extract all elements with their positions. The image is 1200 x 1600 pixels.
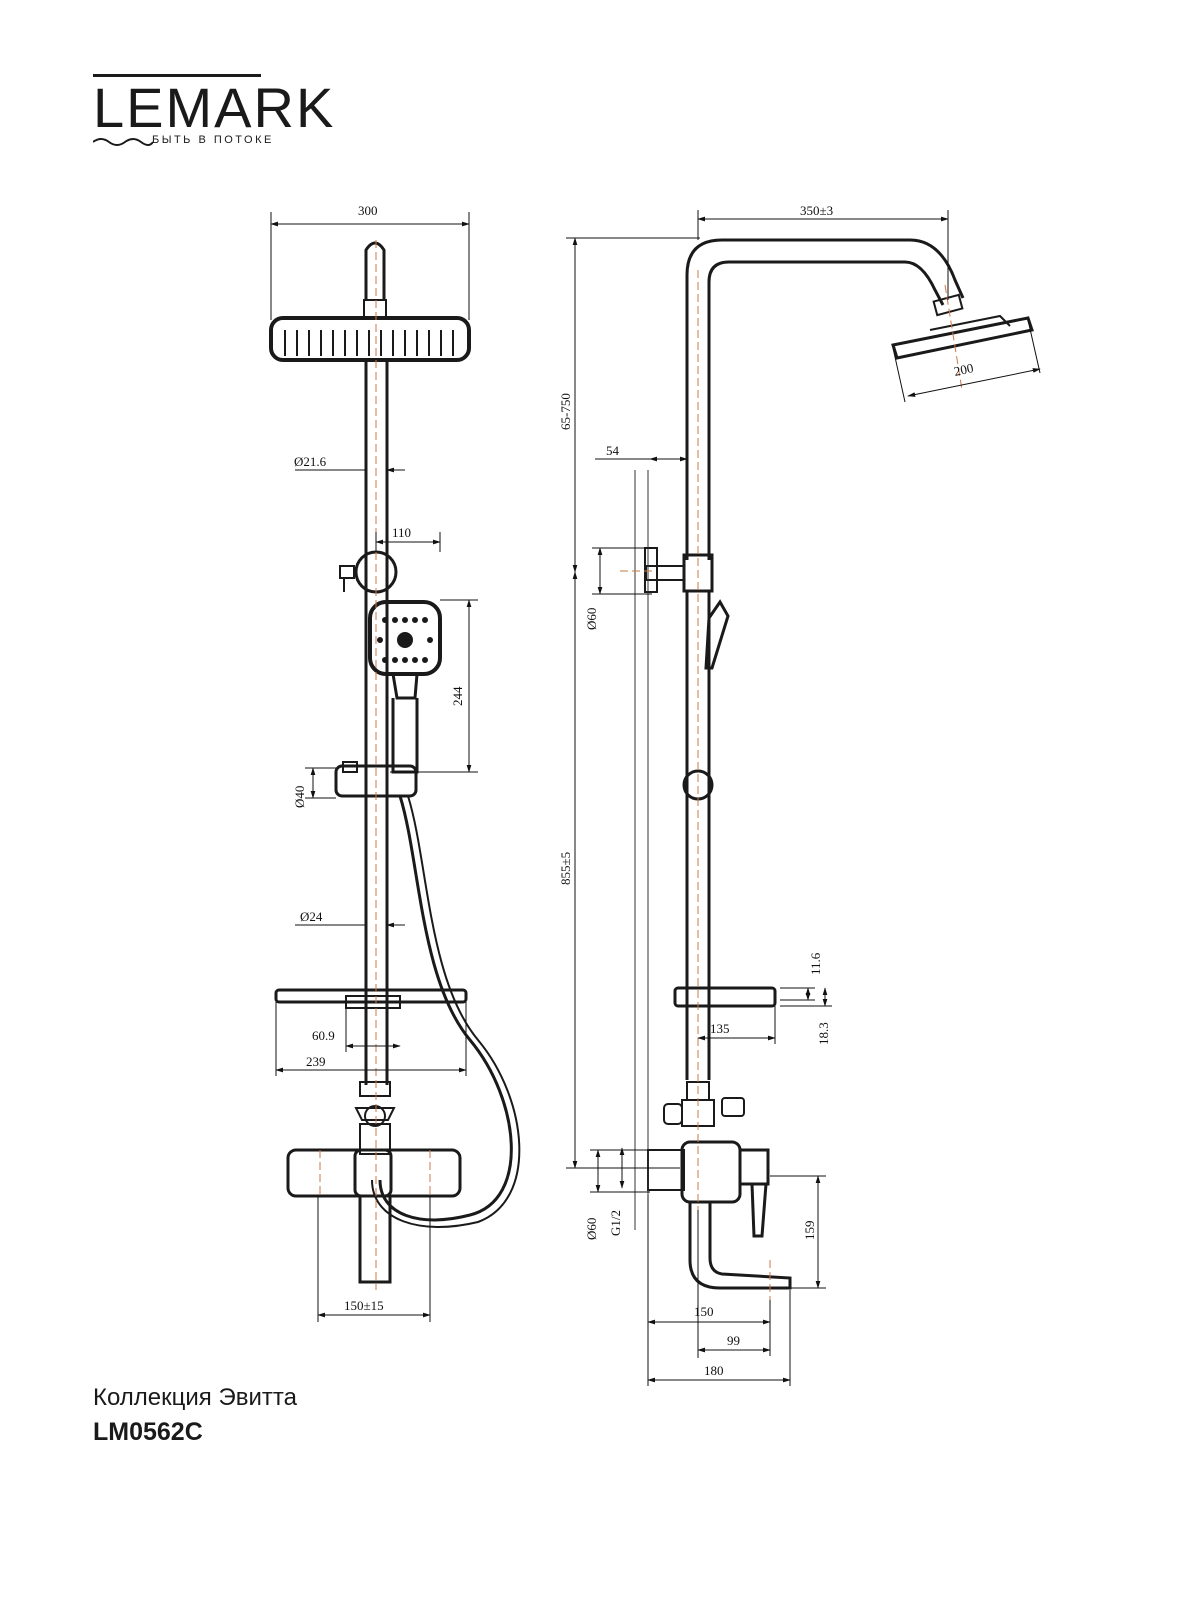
dim-height-adjust: 65-750 bbox=[558, 393, 573, 430]
dim-shelf-depth: 135 bbox=[710, 1021, 730, 1036]
dim-spout-height: 159 bbox=[802, 1221, 817, 1241]
logo-top-line bbox=[93, 74, 261, 77]
dim-thread: G1/2 bbox=[608, 1210, 623, 1236]
front-centerlines bbox=[319, 240, 431, 1290]
dim-shelf-width: 239 bbox=[306, 1054, 326, 1069]
brand-tagline: БЫТЬ В ПОТОКЕ bbox=[152, 134, 274, 146]
side-view bbox=[634, 238, 1034, 1290]
dim-hand-shower-height: 244 bbox=[450, 686, 465, 706]
logo-wave-icon bbox=[93, 138, 153, 146]
dim-head-diameter: 200 bbox=[953, 360, 975, 379]
dim-total-height: 855±5 bbox=[558, 852, 573, 885]
dim-shelf-thickness: 11.6 bbox=[808, 952, 823, 975]
side-centerlines bbox=[620, 270, 963, 1300]
dim-spout-length: 150 bbox=[694, 1304, 714, 1319]
dim-arm-reach: 350±3 bbox=[800, 203, 833, 218]
collection-name: Коллекция Эвитта bbox=[93, 1384, 297, 1411]
front-view bbox=[269, 241, 521, 1284]
dim-pipe-diameter-bottom: Ø24 bbox=[300, 909, 323, 924]
dim-pipe-diameter-top: Ø21.6 bbox=[294, 454, 327, 469]
dim-holder-offset: 110 bbox=[392, 525, 411, 540]
dim-flange-diameter: Ø60 bbox=[584, 1218, 599, 1240]
dim-wall-offset: 54 bbox=[606, 443, 620, 458]
dim-mixer-spacing: 150±15 bbox=[344, 1298, 384, 1313]
brand-logo: LEMARK bbox=[93, 76, 336, 139]
dim-slider-diameter: Ø40 bbox=[292, 786, 307, 808]
dim-wall-bracket-diameter: Ø60 bbox=[584, 608, 599, 630]
model-number: LM0562C bbox=[93, 1418, 203, 1446]
dim-shelf-inner: 60.9 bbox=[312, 1028, 335, 1043]
dim-total-depth: 180 bbox=[704, 1363, 724, 1378]
dim-spout-tip: 99 bbox=[727, 1333, 740, 1348]
dim-shelf-height: 18.3 bbox=[816, 1022, 831, 1045]
dim-head-width: 300 bbox=[358, 203, 378, 218]
